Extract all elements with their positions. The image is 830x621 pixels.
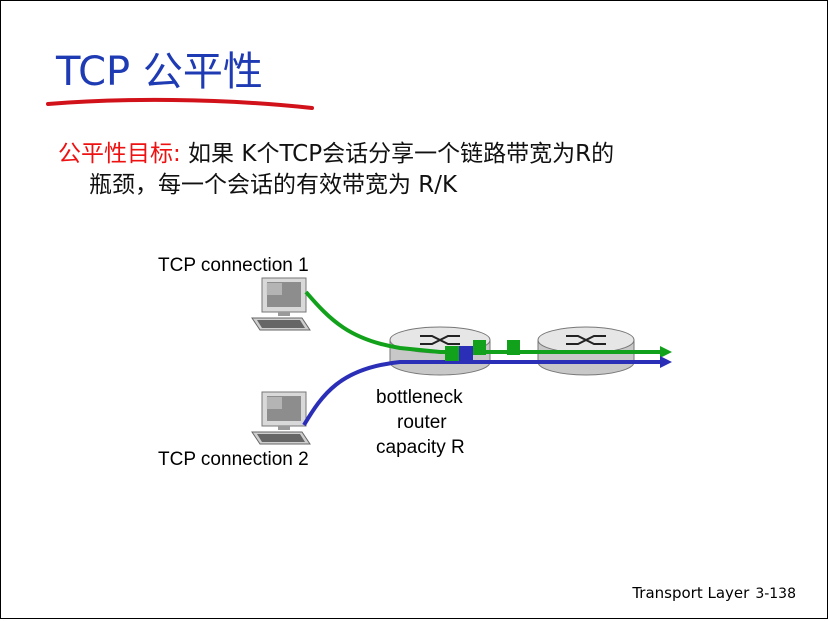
router-label-line2: router	[397, 412, 447, 433]
computer-icon-1	[251, 277, 311, 331]
packet-blue-1	[459, 346, 473, 363]
fairness-goal-lead: 公平性目标:	[58, 141, 181, 167]
computer-icon-2	[251, 391, 311, 445]
slide-title: TCP 公平性	[56, 49, 263, 95]
fairness-goal-line2: 瓶颈，每一个会话的有效带宽为 R/K	[89, 172, 458, 198]
connection-1-label: TCP connection 1	[158, 255, 309, 276]
fairness-goal-line1: 如果 K个TCP会话分享一个链路带宽为R的	[180, 141, 615, 167]
title-underline	[46, 97, 314, 110]
packet-green-3	[507, 340, 520, 355]
fairness-goal-text: 公平性目标: 如果 K个TCP会话分享一个链路带宽为R的 瓶颈，每一个会话的有效…	[58, 139, 778, 201]
footer-chapter: Transport Layer	[632, 584, 750, 602]
router-label-line3: capacity R	[376, 437, 465, 458]
flow-arrow-connection-1	[660, 346, 672, 358]
packet-green-2	[473, 340, 486, 355]
connection-2-label: TCP connection 2	[158, 449, 309, 470]
packet-green-1	[445, 346, 459, 361]
router-icon	[537, 326, 635, 376]
router-label-line1: bottleneck	[376, 387, 463, 408]
footer-page: 3-138	[755, 586, 796, 602]
flow-line-connection-1	[304, 290, 662, 354]
flow-line-connection-2	[302, 360, 662, 427]
slide-footer: Transport Layer 3-138	[632, 584, 796, 602]
flow-arrow-connection-2	[660, 356, 672, 368]
